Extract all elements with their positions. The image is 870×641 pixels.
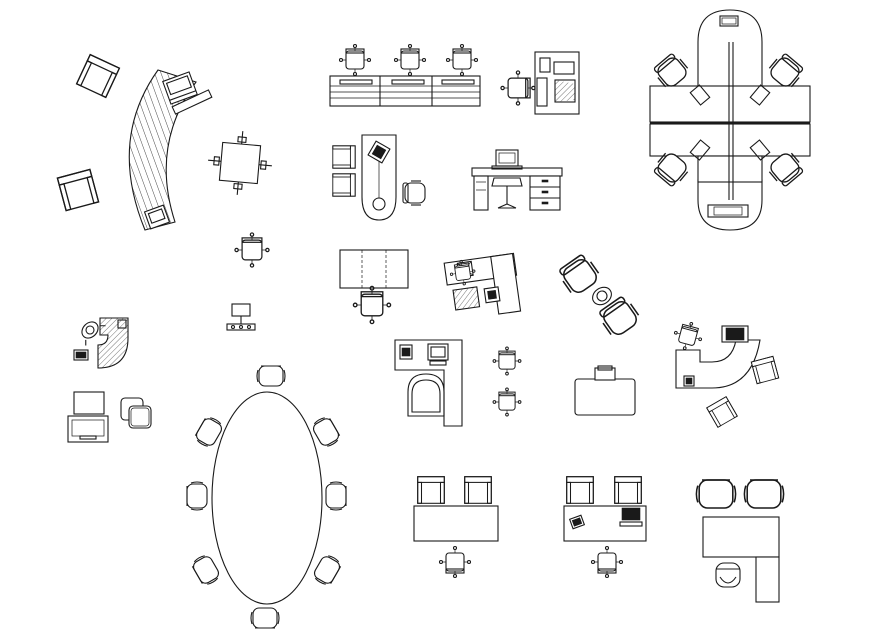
office-chair	[234, 232, 270, 268]
table-with-two-armchairs	[695, 479, 785, 603]
pair-of-lounge-chairs	[555, 251, 643, 340]
desk-with-chair	[339, 249, 409, 325]
corner-desk-with-user	[443, 252, 522, 315]
monitor-on-stand	[226, 303, 256, 331]
four-person-cubicle-pod	[649, 9, 811, 231]
computer-workstation-elevation	[471, 149, 563, 211]
l-desk-with-two-chairs	[332, 134, 426, 221]
corner-workstation-with-computer	[394, 339, 522, 427]
oval-conference-table-with-ten-chairs	[186, 365, 347, 629]
small-desk-with-chair	[574, 365, 636, 416]
curved-reception-desk-with-armchairs	[56, 53, 213, 231]
corner-desk-with-user	[73, 317, 129, 369]
laptop-and-chairs	[67, 391, 152, 443]
computer-desk-with-two-chairs	[563, 476, 647, 579]
square-table-with-four-chairs	[208, 131, 272, 195]
computer-desk-with-chair	[500, 51, 580, 115]
curved-corner-desk-with-chairs	[670, 318, 780, 428]
double-desk-with-two-chairs	[413, 476, 499, 579]
three-workstations-with-chairs	[329, 43, 481, 107]
